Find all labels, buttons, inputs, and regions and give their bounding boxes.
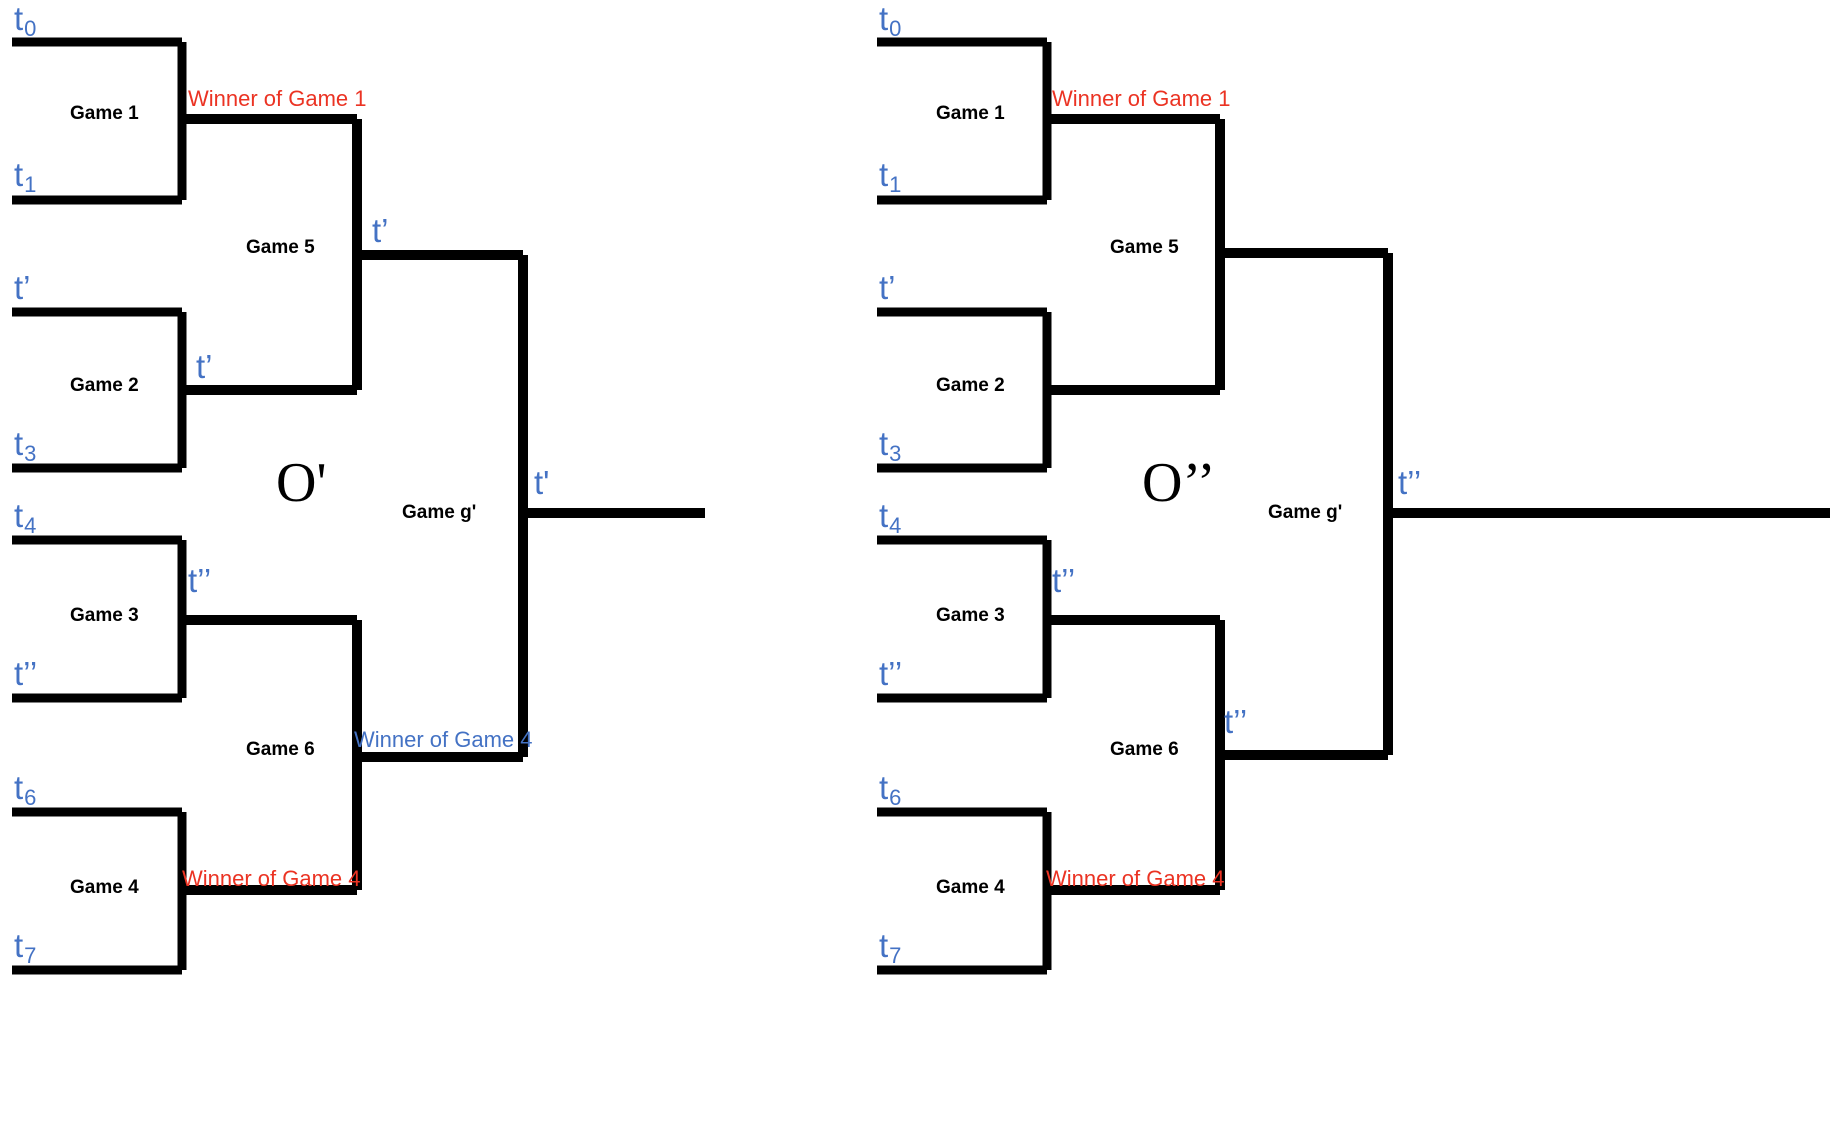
game-label-3-right: Game 3 [936, 605, 1005, 626]
edge-label-game6-out-left: Winner of Game 4 [354, 727, 533, 752]
game-label-2-left: Game 2 [70, 375, 139, 396]
edge-label-winner-game1-left: Winner of Game 1 [188, 86, 367, 111]
bracket-name-right: O’’ [1142, 452, 1216, 514]
team-slot-t1-left: t1 [14, 156, 37, 197]
team-slot-t6-right: t6 [879, 769, 902, 810]
champion-label-right: t’’ [1398, 464, 1422, 501]
game-label-3-left: Game 3 [70, 605, 139, 626]
team-slot-t4-left: t4 [14, 497, 37, 538]
team-slot-tprime-left: t’ [14, 269, 31, 306]
game-label-2-right: Game 2 [936, 375, 1005, 396]
edge-label-winner-game4-left: Winner of Game 4 [182, 866, 361, 891]
team-slot-tprime-right: t’ [879, 269, 896, 306]
team-slot-t7-left: t7 [14, 927, 37, 968]
edge-label-game2-out-left: t’ [196, 348, 213, 385]
edge-label-game3-out-left: t’’ [188, 562, 212, 599]
champion-label-left: t' [534, 464, 550, 501]
game-label-5-left: Game 5 [246, 237, 315, 258]
team-slot-tdprime-right: t’’ [879, 655, 903, 692]
team-slot-t7-right: t7 [879, 927, 902, 968]
game-label-1-right: Game 1 [936, 103, 1005, 124]
game-label-4-left: Game 4 [70, 877, 139, 898]
team-slot-t4-right: t4 [879, 497, 902, 538]
bracket-name-left: O' [276, 452, 327, 514]
game-label-1-left: Game 1 [70, 103, 139, 124]
edge-label-winner-game1-right: Winner of Game 1 [1052, 86, 1231, 111]
game-label-final-right: Game g' [1268, 502, 1343, 523]
edge-label-game5-out-left: t’ [372, 212, 389, 249]
game-label-final-left: Game g' [402, 502, 477, 523]
team-slot-t0-right: t0 [879, 0, 902, 41]
team-slot-t6-left: t6 [14, 769, 37, 810]
edge-label-game6-out-right: t’’ [1224, 703, 1248, 740]
team-slot-t3-right: t3 [879, 425, 902, 466]
edge-label-game3-out-right: t’’ [1052, 562, 1076, 599]
game-label-5-right: Game 5 [1110, 237, 1179, 258]
game-label-6-right: Game 6 [1110, 739, 1179, 760]
game-label-4-right: Game 4 [936, 877, 1005, 898]
team-slot-t3-left: t3 [14, 425, 37, 466]
bracket-lines-right [877, 37, 1830, 975]
edge-label-winner-game4-right: Winner of Game 4 [1046, 866, 1225, 891]
team-slot-t0-left: t0 [14, 0, 37, 41]
team-slot-tdprime-left: t’’ [14, 655, 38, 692]
team-slot-t1-right: t1 [879, 156, 902, 197]
game-label-6-left: Game 6 [246, 739, 315, 760]
